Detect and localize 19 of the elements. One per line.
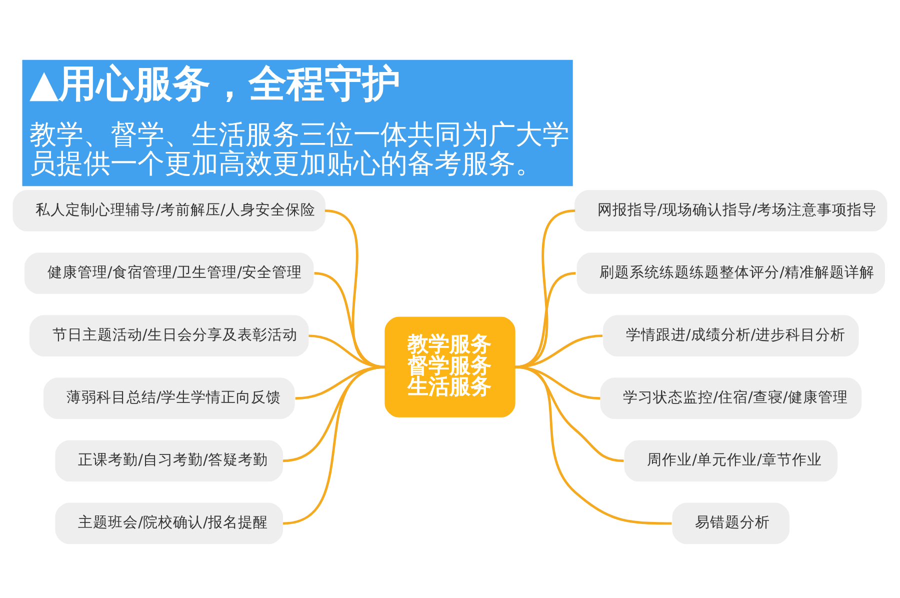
node-box: 刷题系统练题练题整体评分/精准解题详解: [576, 252, 886, 294]
node-box: 薄弱科目总结/学生学情正向反馈: [43, 377, 295, 418]
node-box: 学习状态监控/住宿/查寝/健康管理: [600, 377, 862, 418]
node-box: 学情跟进/成绩分析/进步科目分析: [603, 314, 859, 356]
connector: [282, 365, 386, 524]
node-box: 主题班会/院校确认/报名提醒: [55, 502, 284, 544]
node-box: 易错题分析: [672, 502, 790, 544]
node-box: 网报指导/现场确认指导/考场注意事项指导: [574, 190, 888, 231]
node-box: 节日主题活动/生日会分享及表彰活动: [30, 314, 309, 356]
node-box: 正课考勤/自习考勤/答疑考勤: [55, 440, 284, 482]
node-box: 健康管理/食宿管理/卫生管理/安全管理: [24, 252, 314, 294]
node-box: 教学服务 督学服务 生活服务: [384, 316, 516, 417]
diagram-title: ▲用心服务，全程守护: [30, 60, 401, 105]
node-box: 私人定制心理辅导/考前解压/人身安全保险: [12, 190, 326, 231]
caption: 教学、督学、生活服务三位一体共同为广大学员提供一个更加高效更加贴心的备考服务。: [30, 118, 570, 179]
connector: [314, 272, 386, 368]
node-box: 周作业/单元作业/章节作业: [624, 440, 838, 482]
connector: [514, 365, 672, 524]
connector: [514, 334, 603, 368]
